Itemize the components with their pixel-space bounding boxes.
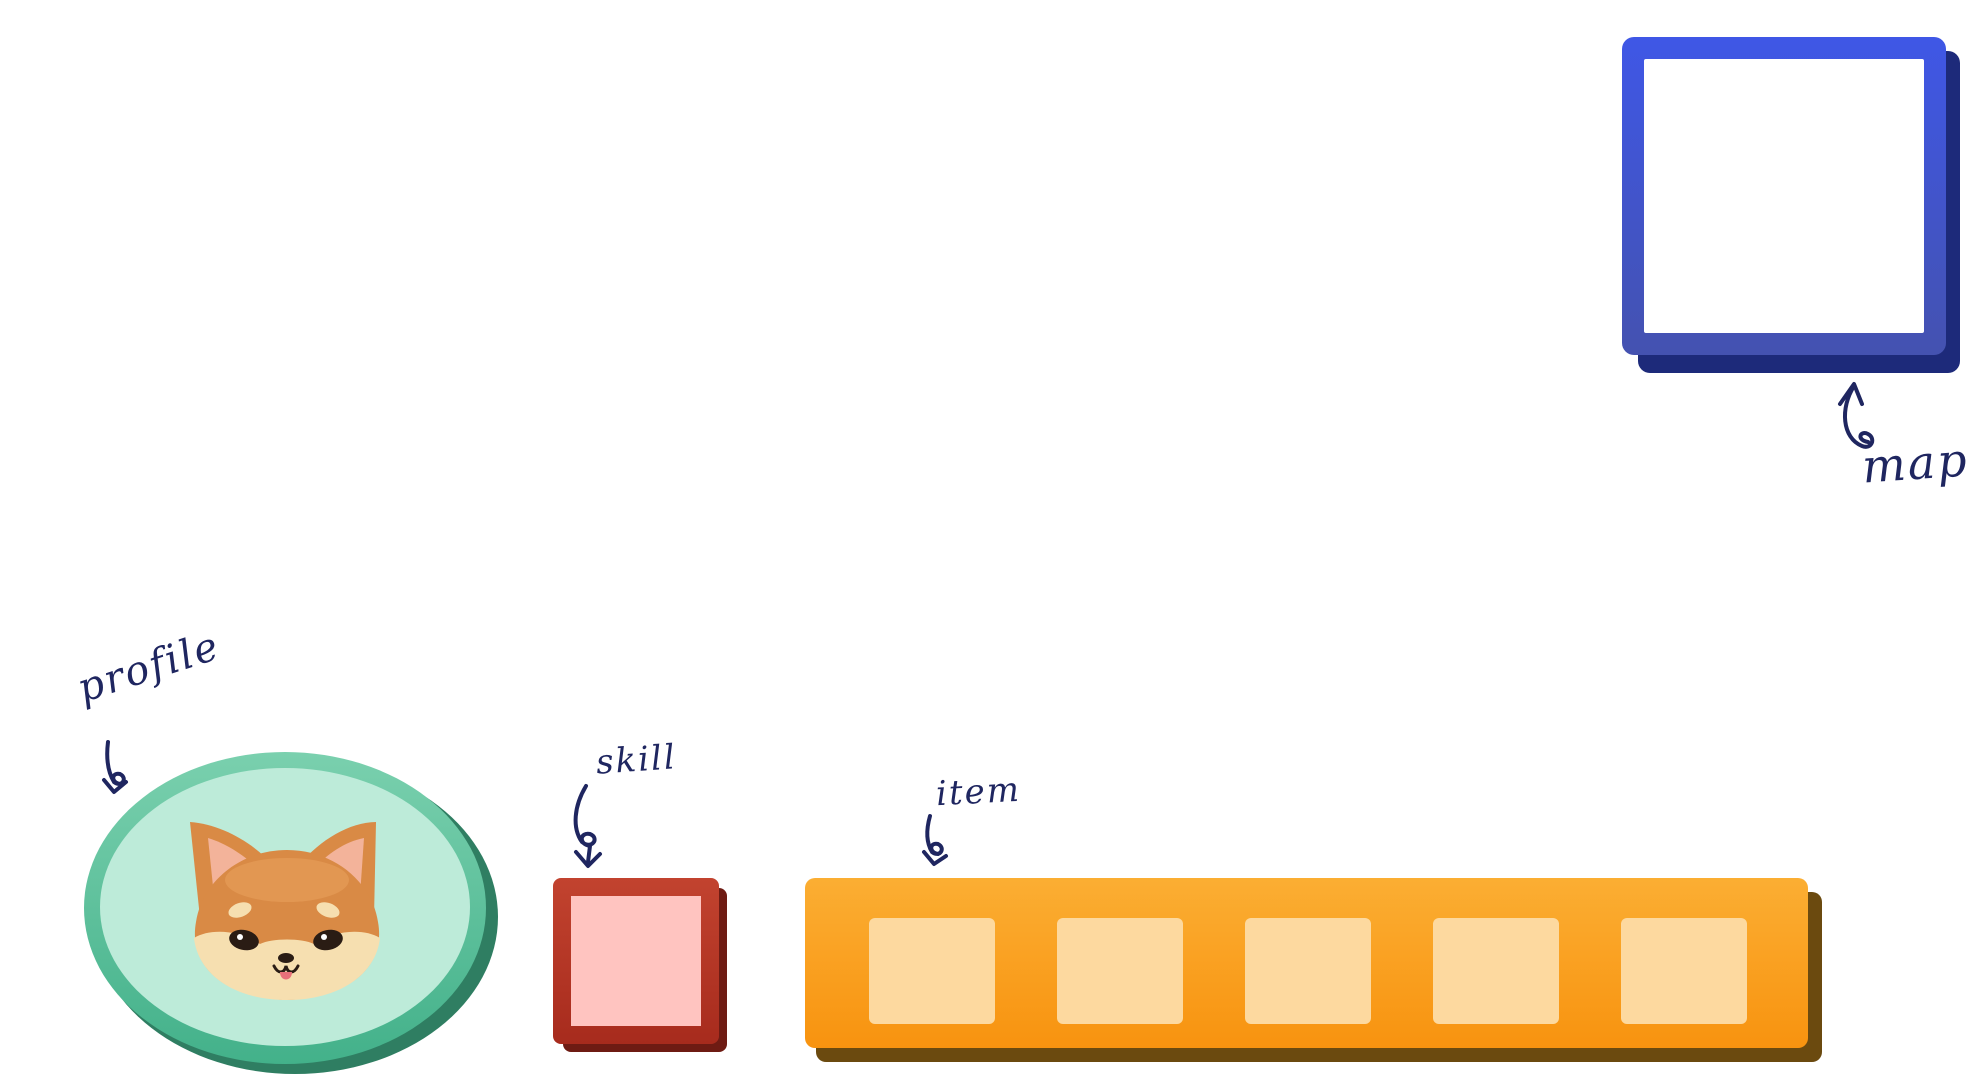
item-slot-4[interactable] — [1433, 918, 1559, 1024]
item-slot-2[interactable] — [1057, 918, 1183, 1024]
item-annotation-arrow-icon — [922, 814, 948, 866]
item-slot-1[interactable] — [869, 918, 995, 1024]
item-label: item — [935, 769, 1022, 815]
item-slot-3[interactable] — [1245, 918, 1371, 1024]
profile-annotation-arrow-icon — [102, 740, 128, 794]
profile-label: profile — [71, 622, 226, 712]
item-bar — [805, 878, 1808, 1048]
map-label: map — [1860, 432, 1971, 494]
map-annotation-arrow-icon — [1838, 382, 1875, 449]
minimap[interactable] — [1622, 37, 1946, 355]
shiba-avatar-icon — [190, 822, 380, 1000]
minimap-view[interactable] — [1644, 59, 1924, 333]
skill-label: skill — [594, 737, 678, 783]
skill-slot[interactable] — [571, 896, 701, 1026]
item-slot-5[interactable] — [1621, 918, 1747, 1024]
skill-button[interactable] — [553, 878, 719, 1044]
skill-annotation-arrow-icon — [573, 784, 602, 868]
